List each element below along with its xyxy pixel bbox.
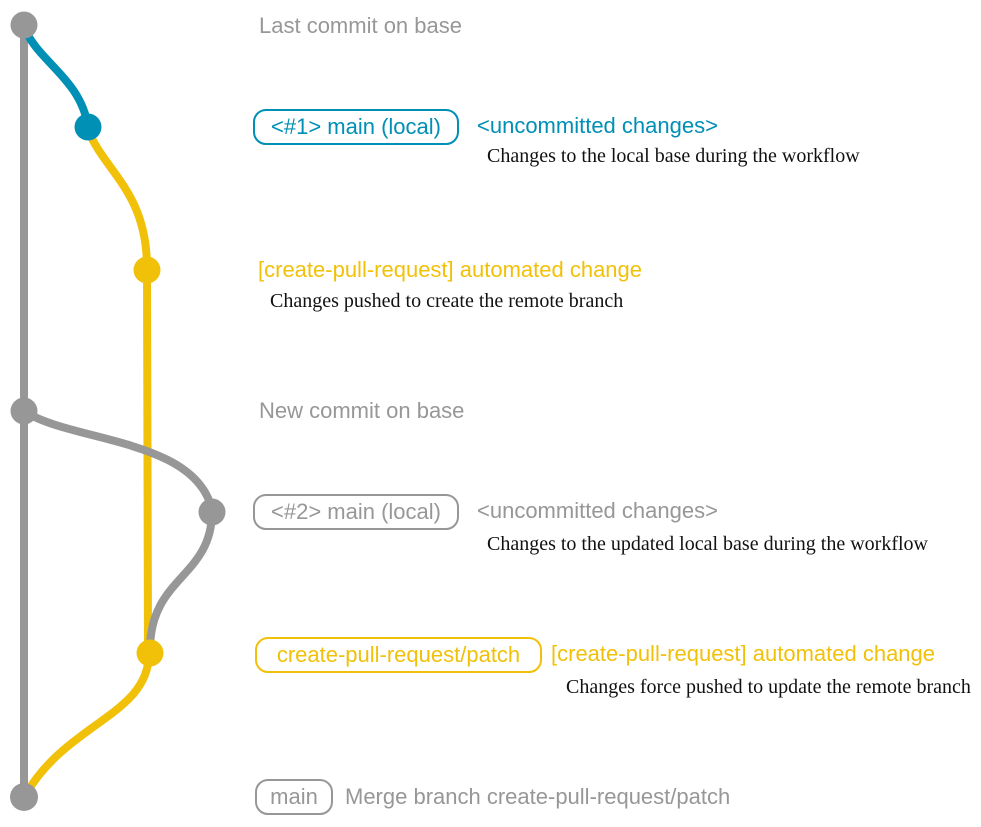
patch-branch-line: [84, 126, 152, 654]
local-branch-line-2: [20, 407, 216, 514]
commit-dot-automated-change-2: [136, 639, 164, 667]
branch-tag-main-local-1-label: <#1> main (local): [271, 114, 441, 139]
branch-tag-main-label: main: [270, 784, 318, 809]
local-branch-line-2-merge: [146, 509, 216, 652]
automated-change-desc-1: Changes pushed to create the remote bran…: [270, 290, 624, 312]
branch-tag-patch-label: create-pull-request/patch: [276, 642, 521, 667]
patch-merge-line: [22, 649, 153, 798]
branch-tag-patch: create-pull-request/patch: [255, 637, 542, 673]
commit-dot-uncommitted-2: [198, 498, 226, 526]
merge-commit-message: Merge branch create-pull-request/patch: [345, 784, 731, 809]
local-branch-line-1: [20, 23, 92, 130]
uncommitted-changes-label-1: <uncommitted changes>: [477, 113, 718, 138]
new-commit-heading: New commit on base: [259, 398, 465, 423]
commit-dot-automated-change-1: [133, 256, 161, 284]
automated-change-desc-2: Changes force pushed to update the remot…: [566, 676, 971, 698]
uncommitted-changes-desc-2: Changes to the updated local base during…: [487, 533, 928, 555]
branch-tag-main-local-2: <#2> main (local): [253, 494, 459, 530]
commit-dot-last-commit: [10, 11, 38, 39]
branch-tag-main: main: [255, 779, 333, 815]
automated-change-message-2: [create-pull-request] automated change: [551, 641, 936, 666]
uncommitted-changes-label-2: <uncommitted changes>: [477, 498, 718, 523]
commit-dot-merge: [10, 783, 38, 811]
uncommitted-changes-desc-1: Changes to the local base during the wor…: [487, 145, 860, 167]
last-commit-heading: Last commit on base: [259, 13, 462, 38]
branch-tag-main-local-2-label: <#2> main (local): [271, 499, 441, 524]
branch-tag-main-local-1: <#1> main (local): [253, 109, 459, 145]
automated-change-message-1: [create-pull-request] automated change: [258, 257, 643, 282]
commit-dot-new-commit: [10, 397, 38, 425]
commit-dot-uncommitted-1: [74, 113, 102, 141]
